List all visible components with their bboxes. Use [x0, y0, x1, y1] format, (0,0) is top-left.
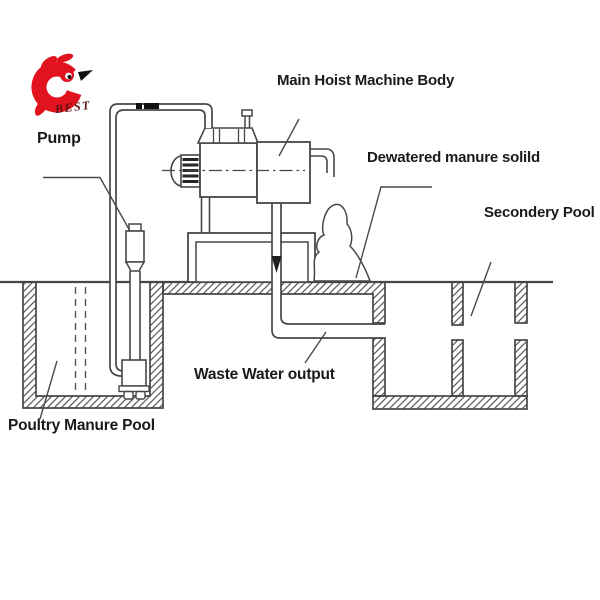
rooster-logo-icon — [31, 53, 93, 116]
leader-dewatered — [355, 186, 432, 279]
pipe-fitting — [144, 103, 159, 109]
flow-arrow-icon — [271, 256, 282, 273]
main-hoist-machine-body-label: Main Hoist Machine Body — [277, 72, 455, 89]
leader-pump — [43, 176, 131, 232]
secondary-pool-lower-wall — [372, 337, 386, 397]
dewatered-manure-solid-label: Dewatered manure solild — [367, 149, 540, 166]
ground-slab — [162, 281, 386, 324]
secondary-pool-upper-wall — [514, 281, 528, 324]
leader-lines — [39, 118, 492, 420]
leader-poultry-pool — [39, 360, 58, 420]
secondary-pool-floor — [372, 395, 528, 410]
pool-level-dashed-lines — [74, 287, 87, 395]
separator-box — [256, 141, 311, 204]
feed-hopper — [196, 127, 260, 144]
machine-bench — [187, 232, 316, 283]
leader-secondary-pool — [470, 261, 492, 317]
pump-label: Pump — [37, 130, 81, 147]
secondary-pool-label: Secondery Pool — [484, 204, 595, 221]
beak-icon — [78, 70, 93, 81]
secondary-pool-lower-wall — [514, 339, 528, 397]
waste-water-pipe — [271, 203, 385, 339]
pump-foot — [135, 390, 146, 400]
machine-motor — [170, 154, 201, 188]
pump-taper — [124, 261, 146, 272]
solid-outlet-spout — [310, 148, 335, 177]
waste-water-output-label: Waste Water output — [194, 366, 335, 383]
pump-cap — [128, 223, 142, 232]
pump-base — [118, 385, 150, 393]
leader-waste-water — [304, 331, 327, 364]
secondary-pool-upper-wall — [451, 281, 464, 326]
machine-leg — [200, 197, 211, 233]
secondary-pool-structure — [372, 281, 528, 410]
secondary-pool-lower-wall — [451, 339, 464, 397]
pump-foot — [123, 390, 134, 400]
poultry-manure-pool-walls — [22, 281, 164, 409]
poultry-manure-pool-label: Poultry Manure Pool — [8, 417, 155, 434]
pump-motor — [125, 230, 145, 263]
leader-main-hoist — [278, 118, 300, 157]
submersible-pump-body — [121, 359, 147, 387]
feed-pipe — [109, 103, 213, 377]
vent-stub — [241, 109, 253, 128]
pump-assembly — [118, 223, 150, 400]
manure-pile — [313, 203, 372, 282]
pipe-fitting — [136, 103, 142, 109]
